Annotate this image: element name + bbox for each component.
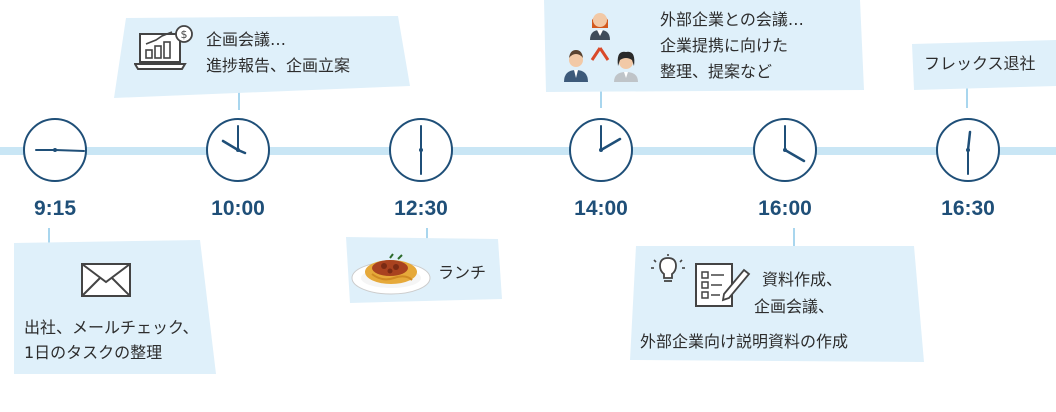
svg-text:$: $: [181, 28, 188, 41]
time-label-1600: 16:00: [758, 197, 812, 220]
connector-1400: [600, 86, 602, 108]
envelope-icon: [81, 263, 131, 297]
timeline-bar: [0, 147, 1056, 155]
connector-915: [48, 228, 50, 248]
time-label-1630: 16:30: [941, 197, 995, 220]
clock-1600: [753, 118, 817, 182]
connector-1630: [966, 84, 968, 108]
card-915-line1: 出社、メールチェック、: [24, 318, 199, 337]
time-label-915: 9:15: [33, 197, 77, 220]
card-1230-line1: ランチ: [438, 263, 487, 282]
idea-document-icon: [651, 254, 751, 307]
connector-1230: [426, 228, 428, 248]
card-1600-line1: 資料作成、: [762, 270, 843, 289]
clock-1400: [569, 118, 633, 182]
card-1630: [912, 40, 1056, 90]
card-915: [14, 240, 216, 374]
card-1630-line1: フレックス退社: [924, 54, 1036, 73]
card-1400-line2: 企業提携に向けた: [660, 36, 789, 55]
laptop-chart-icon: $: [134, 25, 193, 70]
time-label-1400: 14:00: [574, 197, 628, 220]
clock-1230: [389, 118, 453, 182]
time-label-1230: 12:30: [394, 197, 448, 220]
time-label-1000: 10:00: [211, 197, 265, 220]
card-1000-line2: 進捗報告、企画立案: [206, 56, 351, 75]
card-1400-line1: 外部企業との会議…: [660, 10, 804, 29]
card-1600-line3: 外部企業向け説明資料の作成: [640, 332, 849, 351]
card-1600-line2: 企画会議、: [754, 297, 835, 316]
card-915-line2: 1日のタスクの整理: [24, 343, 163, 362]
card-1400-line3: 整理、提案など: [660, 62, 773, 81]
clock-1630: [936, 118, 1000, 182]
card-1000-line1: 企画会議…: [206, 30, 287, 49]
connector-1000: [238, 80, 240, 110]
clock-1000: [206, 118, 270, 182]
card-1400: [544, 0, 864, 92]
business-people-icon: [564, 13, 638, 82]
pasta-dish-icon: [351, 253, 431, 295]
connector-1600: [793, 228, 795, 250]
clock-915: [23, 118, 87, 182]
